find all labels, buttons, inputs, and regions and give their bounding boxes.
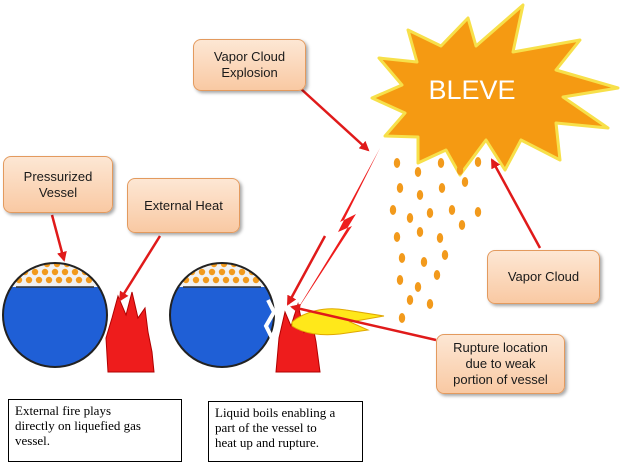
vapor-droplet — [398, 253, 406, 263]
vapor-droplet — [438, 183, 446, 193]
right-vessel — [169, 262, 277, 368]
vapor-droplet — [396, 183, 404, 193]
vessel-vapor-droplet — [198, 268, 206, 276]
rupture-crack — [263, 299, 277, 339]
vapor-droplet — [456, 165, 464, 175]
vapor-droplet — [406, 213, 414, 223]
callout-pressurized-vessel: Pressurized Vessel — [3, 156, 113, 213]
callout-vapor-cloud: Vapor Cloud — [487, 250, 600, 304]
vapor-droplet — [436, 233, 444, 243]
vapor-droplet — [393, 232, 401, 242]
vessel-vapor-droplet — [228, 268, 236, 276]
left-vessel-liquid — [3, 263, 107, 367]
vessel-vapor-droplet — [192, 276, 200, 284]
vessel-vapor-droplet — [208, 268, 216, 276]
vessel-vapor-droplet — [61, 268, 69, 276]
vapor-droplet — [416, 227, 424, 237]
vapor-droplet — [426, 299, 434, 309]
vessel-vapor-droplet — [41, 268, 49, 276]
vessel-vapor-droplet — [31, 268, 39, 276]
jet-flame — [291, 308, 385, 336]
vapor-droplet — [393, 158, 401, 168]
left-fire — [105, 291, 155, 373]
vessel-vapor-droplet — [25, 276, 33, 284]
vapor-droplet — [458, 220, 466, 230]
arrow-vapor-cloud — [490, 158, 542, 249]
vessel-vapor-droplet — [238, 268, 246, 276]
vapor-droplet — [441, 250, 449, 260]
callout-external-heat: External Heat — [127, 178, 240, 233]
vapor-droplet — [398, 313, 406, 323]
vapor-droplet — [389, 205, 397, 215]
callout-rupture-location: Rupture location due to weak portion of … — [436, 334, 565, 394]
lightning-bolt — [292, 148, 380, 318]
left-vessel — [2, 262, 108, 368]
right-vessel-liquid — [170, 263, 274, 367]
vapor-droplet — [461, 177, 469, 187]
vessel-vapor-droplet — [218, 268, 226, 276]
vapor-droplet — [414, 282, 422, 292]
vapor-droplet — [420, 257, 428, 267]
vapor-droplet — [414, 167, 422, 177]
explosion-starburst — [370, 3, 620, 177]
bleve-label: BLEVE — [428, 75, 515, 105]
left-vessel-shell — [2, 262, 108, 368]
vapor-cloud-droplets — [389, 157, 482, 323]
vessel-vapor-droplet — [75, 276, 83, 284]
arrow-rupture-location — [290, 303, 437, 342]
vessel-vapor-droplet — [232, 276, 240, 284]
vapor-droplet — [448, 205, 456, 215]
vapor-droplet — [426, 208, 434, 218]
caption-right: Liquid boils enabling a part of the vess… — [208, 401, 363, 462]
vapor-droplet — [406, 295, 414, 305]
vessel-vapor-droplet — [45, 276, 53, 284]
arrow-pressurized-vessel — [50, 214, 67, 262]
caption-left: External fire plays directly on liquefie… — [8, 399, 182, 462]
vessel-vapor-droplet — [51, 268, 59, 276]
vapor-droplet — [433, 270, 441, 280]
vessel-vapor-droplet — [242, 276, 250, 284]
vapor-droplet — [416, 190, 424, 200]
vapor-droplet — [437, 158, 445, 168]
vessel-vapor-droplet — [55, 276, 63, 284]
vessel-vapor-droplet — [202, 276, 210, 284]
vapor-droplet — [474, 157, 482, 167]
bleve-explosion-burst — [370, 3, 620, 177]
arrow-vapor-cloud-explosion — [299, 87, 370, 152]
vessel-vapor-droplet — [71, 268, 79, 276]
arrow-external-heat — [118, 235, 162, 302]
vapor-droplet — [396, 275, 404, 285]
arrow-external-heat-right — [286, 235, 327, 306]
vapor-droplet — [474, 207, 482, 217]
callout-vapor-cloud-explosion: Vapor Cloud Explosion — [193, 39, 306, 91]
vessel-vapor-droplet — [65, 276, 73, 284]
vessel-vapor-droplet — [222, 276, 230, 284]
vessel-vapor-droplet — [35, 276, 43, 284]
vessel-vapor-droplet — [212, 276, 220, 284]
